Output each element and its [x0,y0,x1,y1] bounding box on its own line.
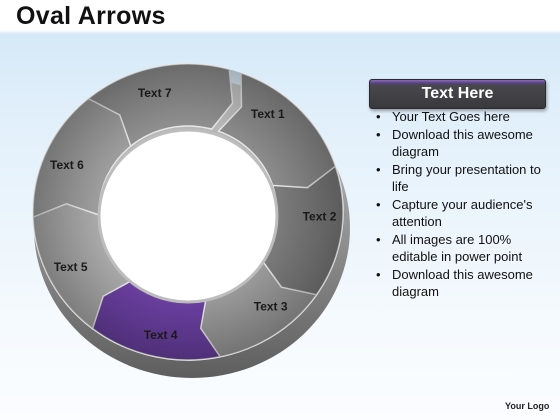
bullet-item: Bring your presentation to life [372,161,552,195]
segment-label-4: Text 4 [144,328,178,342]
ring-inner-hole [99,130,277,302]
bullet-item: All images are 100% editable in power po… [372,231,552,265]
segment-label-5: Text 5 [54,260,88,274]
logo-text: Your Logo [505,401,550,411]
bullet-item: Your Text Goes here [372,108,552,125]
bullet-item: Download this awesome diagram [372,266,552,300]
segment-labels: Text 1 Text 2 Text 3 Text 4 Text 5 Text 6 Text… [50,86,337,342]
bullet-item: Capture your audience's attention [372,196,552,230]
slide-title: Oval Arrows [16,2,166,30]
segment-label-3: Text 3 [254,299,288,313]
segment-label-2: Text 2 [303,209,337,223]
segment-label-1: Text 1 [251,107,285,121]
segment-label-6: Text 6 [50,158,84,172]
bullet-list: Your Text Goes here Download this awesom… [372,108,552,301]
panel-heading: Text Here [369,79,546,109]
segment-label-7: Text 7 [138,86,172,100]
ring-inner-edge [97,128,279,304]
bullet-item: Download this awesome diagram [372,126,552,160]
